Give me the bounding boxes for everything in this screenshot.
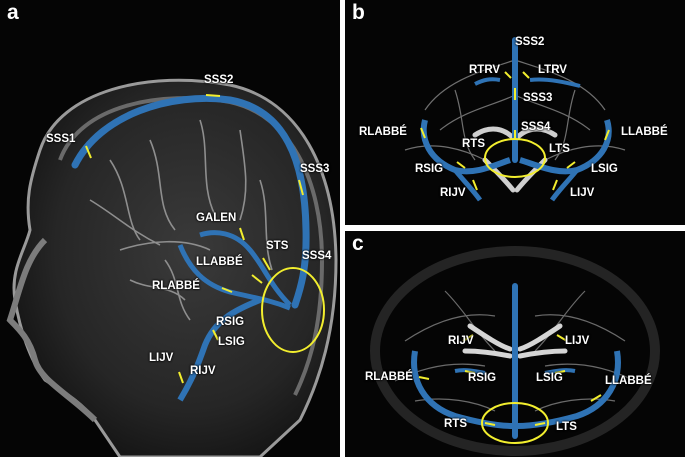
label-rijv: RIJV xyxy=(190,365,216,377)
label-sss2: SSS2 xyxy=(515,36,545,48)
label-rlabbe: RLABBÉ xyxy=(359,126,407,138)
label-rlabbe: RLABBÉ xyxy=(365,371,413,383)
trv-right xyxy=(474,77,501,86)
cortical-veins xyxy=(89,119,273,321)
sigmoid-jugular xyxy=(177,297,262,402)
label-rsig: RSIG xyxy=(216,316,245,328)
galen-vein xyxy=(199,230,292,307)
label-rijv: RIJV xyxy=(448,335,474,347)
label-lijv: LIJV xyxy=(565,335,590,347)
highlight-ellipse xyxy=(484,138,546,178)
highlight-ellipse xyxy=(481,402,549,444)
label-sss3: SSS3 xyxy=(523,92,553,104)
panel-a-markers xyxy=(85,94,304,384)
panel-b-markers xyxy=(420,71,610,191)
left-sigmoid-jugular xyxy=(549,168,579,202)
trv-left xyxy=(529,77,581,88)
label-lsig: LSIG xyxy=(536,372,563,384)
panel-a-letter: a xyxy=(7,1,19,24)
left-sigmoid xyxy=(544,368,576,375)
right-sigmoid-jugular xyxy=(453,168,483,202)
right-transverse-sinus xyxy=(411,350,514,429)
label-galen: GALEN xyxy=(196,212,237,224)
skull-halo xyxy=(370,246,660,456)
label-lsig: LSIG xyxy=(591,163,618,175)
panel-a-image xyxy=(6,78,338,457)
label-llabbe: LLABBÉ xyxy=(196,256,243,268)
label-sss2: SSS2 xyxy=(204,74,234,86)
label-sss4: SSS4 xyxy=(302,250,332,262)
label-rijv: RIJV xyxy=(440,187,466,199)
label-lts: LTS xyxy=(556,421,577,433)
left-transverse-sinus xyxy=(516,350,621,429)
label-lsig: LSIG xyxy=(218,336,245,348)
label-lts: LTS xyxy=(549,143,570,155)
panel-b-coronal-view: b SSS2 RTRV LTRV SSS3 SSS4 RLABBÉ LLABBÉ… xyxy=(345,0,685,225)
label-rtrv: RTRV xyxy=(469,64,501,76)
label-sts: STS xyxy=(266,240,289,252)
panel-c-markers xyxy=(418,334,602,426)
panel-a-sagittal-view: a SSS1 SSS2 SSS3 SSS4 GALEN STS LLABBÉ R… xyxy=(0,0,340,457)
label-sss4: SSS4 xyxy=(521,121,551,133)
label-lijv: LIJV xyxy=(149,352,174,364)
panel-c-image xyxy=(370,246,660,456)
label-lijv: LIJV xyxy=(570,187,595,199)
highlight-ellipse xyxy=(261,267,325,353)
label-rsig: RSIG xyxy=(468,372,497,384)
head-outline xyxy=(12,78,338,457)
label-llabbe: LLABBÉ xyxy=(605,375,652,387)
label-rsig: RSIG xyxy=(415,163,444,175)
label-rts: RTS xyxy=(462,138,485,150)
left-transverse-sinus xyxy=(519,119,612,175)
right-sigmoid xyxy=(454,368,486,375)
label-rts: RTS xyxy=(444,418,467,430)
cortical-veins xyxy=(394,290,636,412)
panel-c-letter: c xyxy=(352,232,364,255)
deep-veins xyxy=(462,323,568,359)
label-llabbe: LLABBÉ xyxy=(621,126,668,138)
label-rlabbe: RLABBÉ xyxy=(152,280,200,292)
face-profile xyxy=(6,237,98,423)
panel-c-axial-view: c RIJV LIJV RLABBÉ RSIG LSIG LLABBÉ RTS … xyxy=(345,231,685,457)
label-ltrv: LTRV xyxy=(538,64,567,76)
label-sss3: SSS3 xyxy=(300,163,330,175)
label-sss1: SSS1 xyxy=(46,133,76,145)
panel-b-letter: b xyxy=(352,1,365,24)
superior-sagittal-sinus xyxy=(71,94,310,309)
panel-b-image xyxy=(404,37,626,202)
